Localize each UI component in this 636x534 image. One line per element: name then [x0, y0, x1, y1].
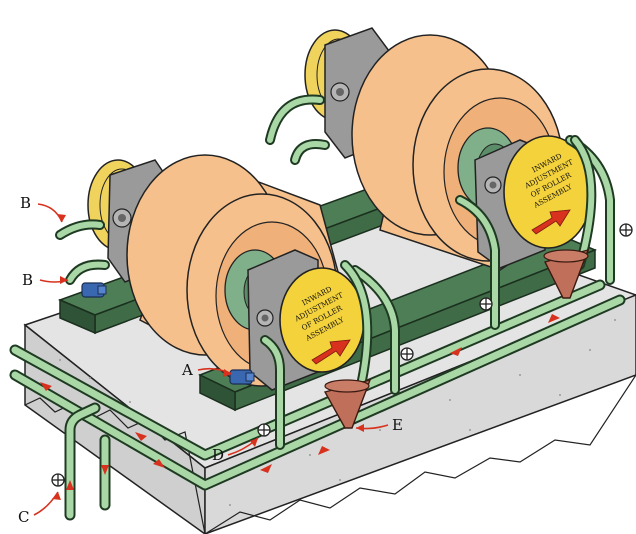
flow-arrow-icon: [450, 347, 462, 356]
flow-arrow-icon: [66, 480, 74, 490]
flow-arrow-icon: [311, 339, 351, 365]
callout-arrowheads: [52, 214, 364, 500]
valve-handwheel-icon: [51, 473, 65, 487]
valve-handwheel-icon: [400, 347, 414, 361]
flow-arrow-icon: [40, 382, 52, 391]
cooling-pipework: [9, 94, 626, 521]
rear-adjustment-plate: INWARD ADJUSTMENT OF ROLLER ASSEMBLY: [503, 135, 593, 249]
callout-label-b-upper: B: [20, 194, 31, 212]
flow-arrow-icon: [153, 459, 165, 468]
callout-label-a: A: [181, 361, 193, 379]
strainer-icon: [543, 248, 590, 299]
motor-icon: [229, 369, 255, 385]
valve-handwheel-icon: [619, 223, 633, 237]
flow-arrow-icon: [260, 464, 272, 473]
callout-label-d: D: [212, 446, 224, 464]
front-adjustment-plate: INWARD ADJUSTMENT OF ROLLER ASSEMBLY: [279, 267, 365, 373]
valve-handwheel-icon: [479, 297, 493, 311]
flow-arrow-icon: [548, 314, 560, 323]
flow-arrows: [40, 314, 560, 490]
flow-arrow-icon: [318, 446, 330, 455]
flow-arrow-icon: [135, 432, 147, 441]
motor-icon: [81, 282, 107, 298]
valve-handwheel-icon: [257, 423, 271, 437]
callout-label-e: E: [392, 416, 403, 434]
callout-label-c: C: [18, 508, 29, 526]
strainer-icon: [323, 378, 372, 429]
flow-arrow-icon: [531, 209, 571, 235]
flow-arrow-icon: [101, 465, 109, 475]
callout-label-b-lower: B: [22, 271, 33, 289]
